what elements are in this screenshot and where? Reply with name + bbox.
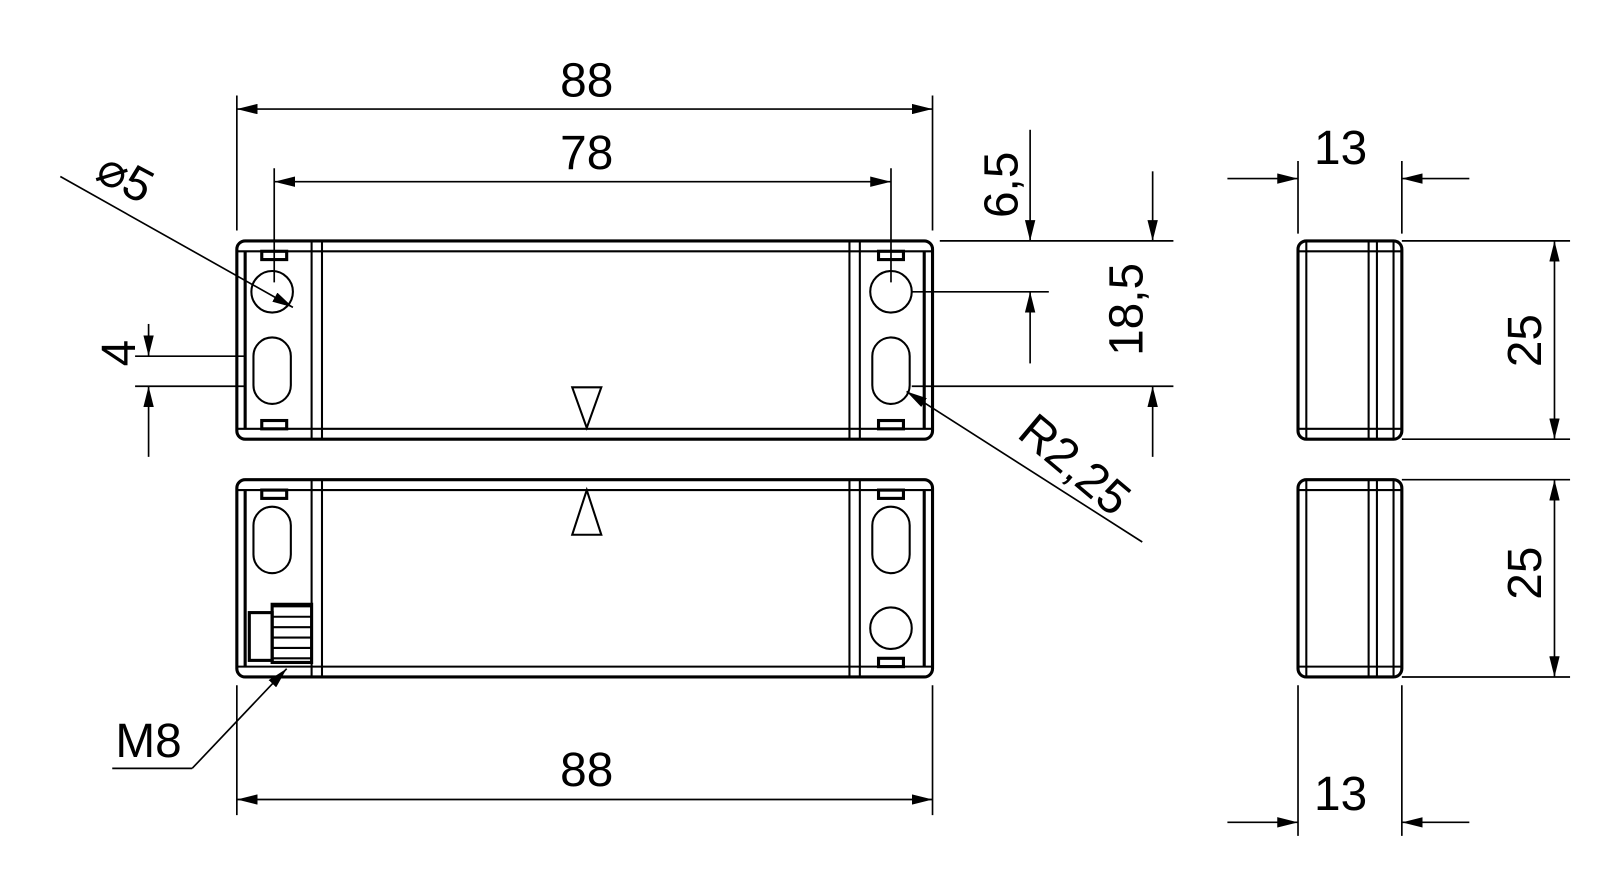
sensor-body-lower [235,478,935,679]
side-view-upper [1296,239,1404,441]
mounting-slot [252,336,292,405]
dim-height-upper: 25 [1499,314,1552,367]
mounting-slot [871,336,911,405]
dim-slot-offset: 18,5 [1100,263,1153,356]
dim-depth-top: 13 [1314,122,1367,175]
sensor-body-upper [235,239,935,441]
mounting-hole [250,269,294,314]
m8-connector [247,602,314,665]
dim-hole-diameter: ⌀5 [88,142,162,215]
mounting-slot [252,505,292,575]
mounting-slot [871,505,911,575]
dim-hole-spacing: 78 [560,127,613,180]
dim-slot-width: 4 [93,340,146,367]
dim-depth-bottom: 13 [1314,768,1367,821]
dim-length-bottom: 88 [560,744,613,797]
dim-hole-offset: 6,5 [976,152,1029,218]
dim-length-top: 88 [560,55,613,108]
dim-slot-radius: R2,25 [1009,404,1141,527]
dimension-lines [59,95,1571,836]
side-view-lower [1296,478,1404,679]
dim-height-lower: 25 [1499,547,1552,600]
thread-label: M8 [115,715,181,768]
sensing-marker [570,386,603,431]
mounting-hole [869,606,913,650]
sensing-marker [570,486,603,536]
